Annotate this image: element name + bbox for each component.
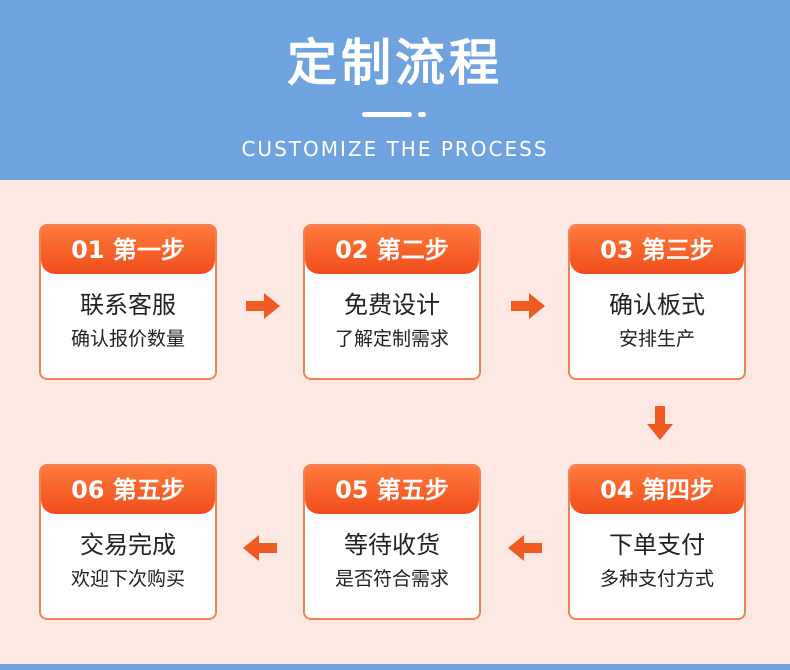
arrow-right-icon [246, 293, 280, 319]
step-label: 02 第二步 [305, 226, 479, 274]
step-label: 03 第三步 [570, 226, 744, 274]
arrow-down-icon [647, 406, 673, 440]
arrow-left-icon [508, 535, 542, 561]
page-title: 定制流程 [287, 34, 503, 92]
step-desc: 是否符合需求 [334, 568, 449, 590]
step-card-1: 01 第一步 联系客服 确认报价数量 [39, 224, 217, 380]
step-card-2: 02 第二步 免费设计 了解定制需求 [303, 224, 481, 380]
step-title: 下单支付 [609, 531, 705, 559]
step-desc: 多种支付方式 [599, 568, 714, 590]
page-subtitle: CUSTOMIZE THE PROCESS [241, 137, 549, 161]
step-card-5: 05 第五步 等待收货 是否符合需求 [303, 464, 481, 620]
step-desc: 了解定制需求 [334, 328, 449, 350]
step-title: 交易完成 [80, 531, 176, 559]
arrow-left-icon [243, 535, 277, 561]
title-underline [362, 112, 412, 117]
step-title: 联系客服 [80, 291, 176, 319]
step-label: 01 第一步 [41, 226, 215, 274]
step-desc: 欢迎下次购买 [70, 568, 185, 590]
step-desc: 安排生产 [618, 328, 695, 350]
arrow-right-icon [511, 293, 545, 319]
step-card-6: 06 第五步 交易完成 欢迎下次购买 [39, 464, 217, 620]
step-label: 06 第五步 [41, 466, 215, 514]
step-label: 05 第五步 [305, 466, 479, 514]
step-card-4: 04 第四步 下单支付 多种支付方式 [568, 464, 746, 620]
step-title: 免费设计 [344, 291, 440, 319]
step-title: 等待收货 [344, 531, 440, 559]
step-card-3: 03 第三步 确认板式 安排生产 [568, 224, 746, 380]
step-title: 确认板式 [609, 291, 705, 319]
step-label: 04 第四步 [570, 466, 744, 514]
title-underline-dot [418, 112, 426, 117]
step-desc: 确认报价数量 [70, 328, 185, 350]
header-banner: 定制流程 CUSTOMIZE THE PROCESS [0, 0, 790, 180]
footer-bar [0, 664, 790, 670]
